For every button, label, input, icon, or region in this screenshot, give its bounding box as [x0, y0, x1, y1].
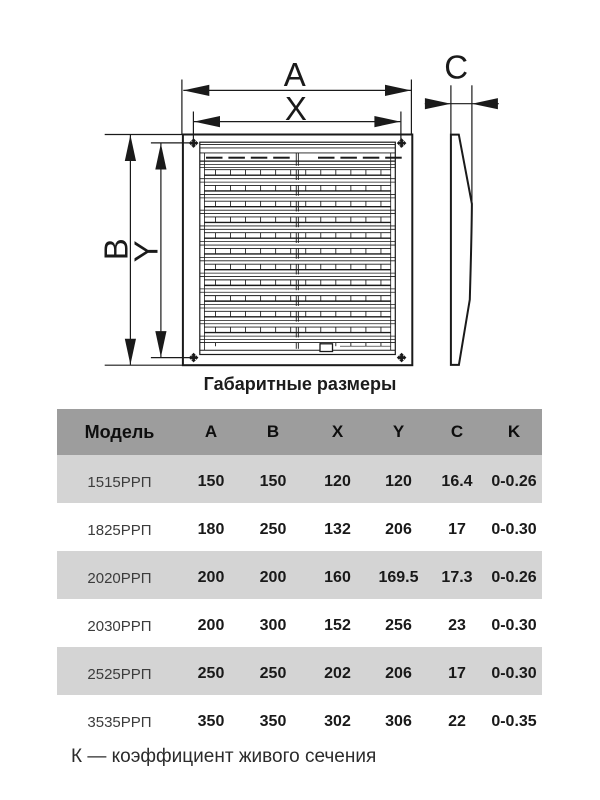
svg-text:Y: Y	[127, 240, 164, 262]
svg-text:A: A	[284, 56, 306, 93]
svg-text:X: X	[285, 90, 307, 127]
svg-text:B: B	[97, 238, 134, 260]
svg-text:C: C	[444, 49, 468, 86]
